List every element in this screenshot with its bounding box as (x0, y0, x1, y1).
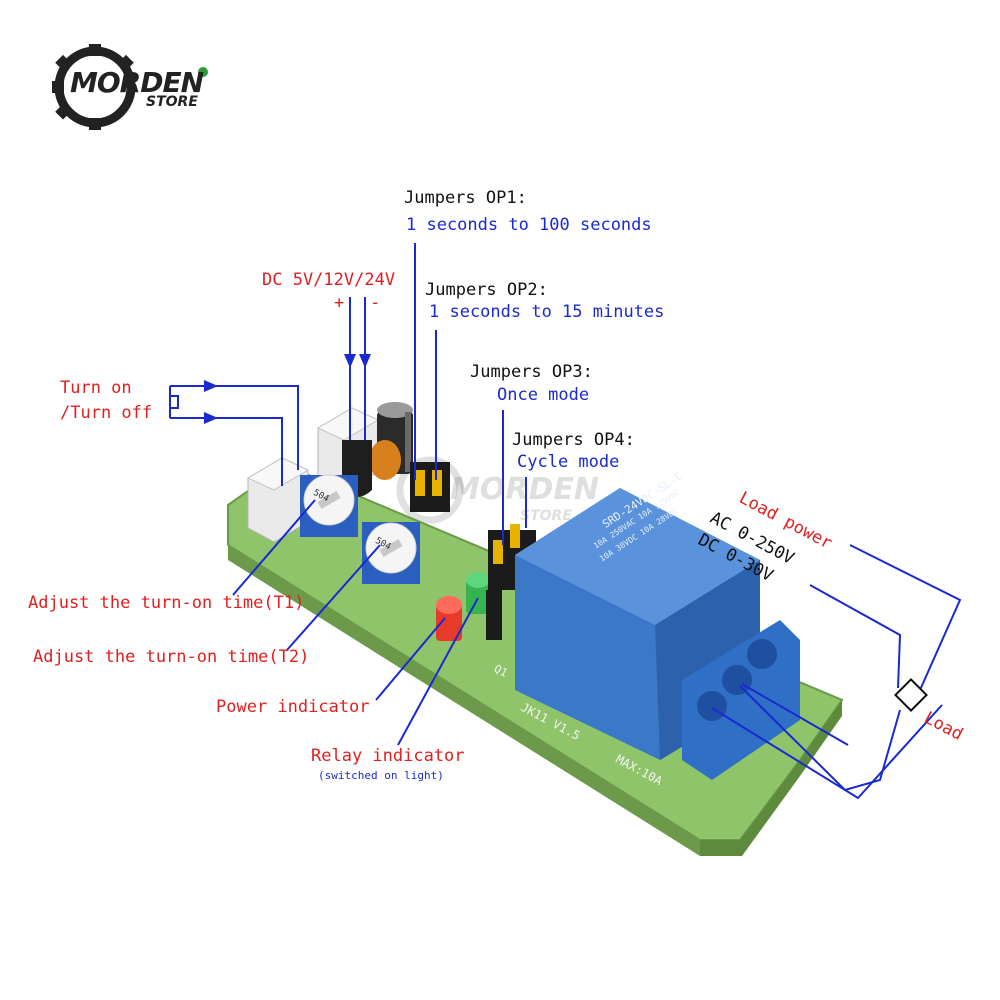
pcb-edge (700, 700, 842, 856)
arrow-heads (204, 354, 371, 424)
watermark-text: MORDEN (450, 472, 599, 507)
turn-off-label: /Turn off (60, 403, 153, 423)
adjust-t2-label: Adjust the turn-on time(T2) (33, 647, 310, 667)
potentiometer-t2 (362, 522, 420, 584)
relay-indicator-note: (switched on light) (318, 769, 444, 782)
pcb-edge-front (228, 545, 700, 856)
plus-label: + (334, 293, 345, 313)
relay-led (466, 572, 490, 614)
watermark-sub: STORE (520, 508, 572, 524)
op4-title: Jumpers OP4: (512, 430, 635, 450)
minus-label: - (370, 293, 381, 313)
power-indicator-label: Power indicator (216, 697, 370, 717)
power-led (436, 596, 462, 641)
dc-power-label: DC 5V/12V/24V (262, 270, 396, 290)
trigger-connector (246, 457, 310, 543)
op1-title: Jumpers OP1: (404, 188, 527, 208)
gear-icon (52, 44, 208, 130)
annotation-lines (169, 243, 962, 800)
op1-desc: 1 seconds to 100 seconds (406, 215, 652, 235)
terminal-block (682, 620, 800, 780)
op3-title: Jumpers OP3: (470, 362, 593, 382)
brand-sub: STORE (146, 94, 198, 110)
load-symbol (894, 678, 928, 712)
watermark-gear-icon (396, 456, 464, 524)
jumper-op1-op2 (410, 462, 450, 512)
adjust-t1-label: Adjust the turn-on time(T1) (28, 593, 305, 613)
op3-desc: Once mode (497, 385, 590, 405)
op4-desc: Cycle mode (517, 452, 620, 472)
ceramic-capacitor (369, 440, 401, 480)
relay-indicator-label: Relay indicator (311, 746, 465, 766)
brand-logo: MORDEN (70, 66, 204, 99)
op2-desc: 1 seconds to 15 minutes (429, 302, 665, 322)
op2-title: Jumpers OP2: (425, 280, 548, 300)
turn-on-label: Turn on (60, 378, 132, 398)
